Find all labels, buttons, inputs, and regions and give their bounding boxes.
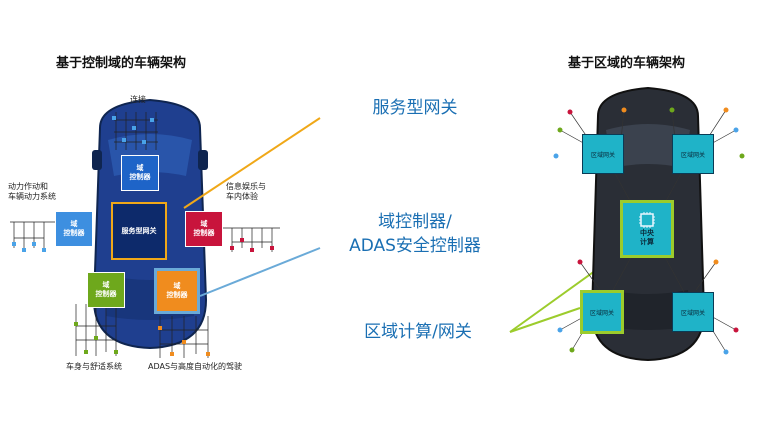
callout-line-gateway xyxy=(183,117,321,209)
zone-gateway-bottom-right: 区域网关 xyxy=(672,292,714,332)
zone-gateway-top-left: 区域网关 xyxy=(582,134,624,174)
right-diagram-title: 基于区域的车辆架构 xyxy=(568,56,686,71)
center-label-zonal: 区域计算/网关 xyxy=(364,322,472,342)
left-domain-controller: 域 控制器 xyxy=(55,211,93,247)
label-infotainment: 信息娱乐与 车内体验 xyxy=(226,182,266,201)
callout-line-domain xyxy=(199,247,321,297)
top-domain-controller: 域 控制器 xyxy=(121,155,159,191)
label-adas: ADAS与高度自动化的驾驶 xyxy=(148,362,243,371)
right-wiring xyxy=(559,109,737,353)
green-domain-controller: 域 控制器 xyxy=(87,272,125,308)
right-domain-controller: 域 控制器 xyxy=(185,211,223,247)
zone-gateway-bottom-left: 区域网关 xyxy=(580,290,624,334)
central-compute: 中央 计算 xyxy=(620,200,674,258)
chip-icon xyxy=(639,212,655,228)
label-connectivity: 连接 xyxy=(130,95,146,104)
left-nodes xyxy=(12,116,274,356)
callout-line-zonal xyxy=(509,307,581,333)
zone-gateway-top-right: 区域网关 xyxy=(672,134,714,174)
service-gateway-box: 服务型网关 xyxy=(111,202,167,260)
label-powertrain: 动力作动和 车辆动力系统 xyxy=(8,182,56,201)
central-compute-label: 中央 计算 xyxy=(640,229,654,246)
label-body-comfort: 车身与舒适系统 xyxy=(66,362,122,371)
center-label-domain-controller: 域控制器/ ADAS安全控制器 xyxy=(349,212,481,256)
center-label-service-gateway: 服务型网关 xyxy=(372,98,458,118)
orange-domain-controller: 域 控制器 xyxy=(154,268,200,314)
right-nodes xyxy=(553,107,745,355)
left-diagram-title: 基于控制域的车辆架构 xyxy=(56,56,187,71)
